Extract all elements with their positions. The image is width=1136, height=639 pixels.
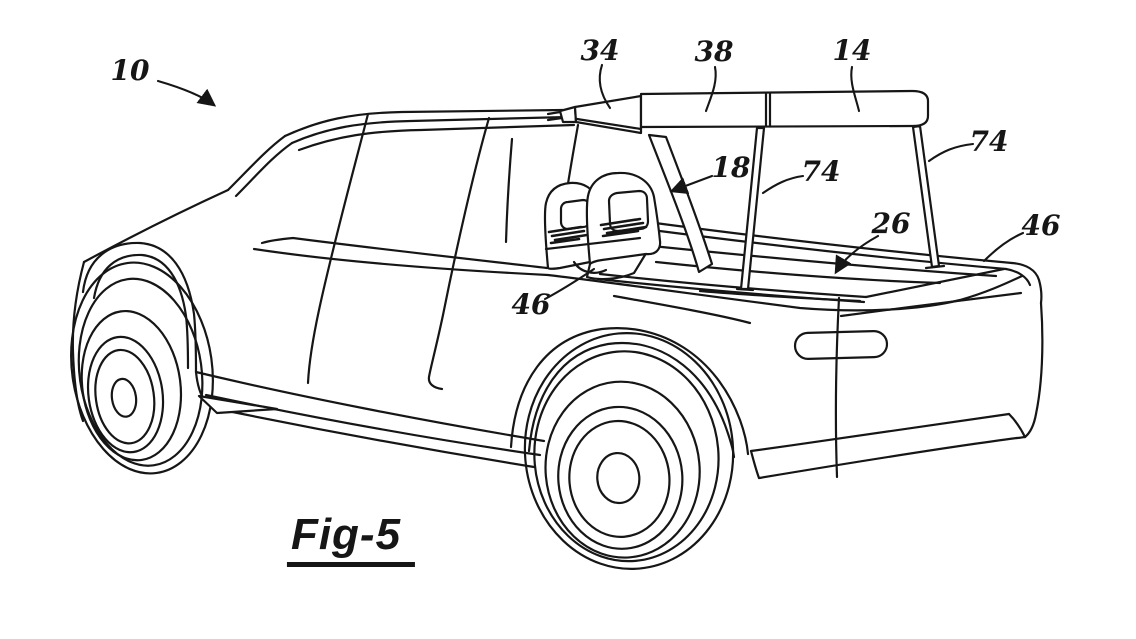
- leader-38: [704, 65, 717, 113]
- taillight: [793, 330, 889, 360]
- ref-label-26: 26: [871, 207, 911, 240]
- rear-wheel: [523, 332, 735, 570]
- panel-main-bar: [639, 89, 930, 129]
- ref-label-74-right: 74: [969, 125, 1009, 158]
- truck-body: [71, 108, 1024, 469]
- ref-label-34: 34: [580, 34, 620, 67]
- panel-segment-34: [573, 94, 643, 135]
- leader-46-left: [543, 267, 596, 301]
- leader-18: [669, 174, 714, 195]
- seatbelt-hatch: [547, 217, 648, 245]
- ref-label-18: 18: [711, 151, 751, 184]
- panel-mount: [558, 105, 578, 124]
- ref-label-46-right: 46: [1021, 209, 1061, 242]
- leader-34: [598, 63, 612, 110]
- front-wheel: [70, 261, 214, 475]
- leader-26: [834, 234, 880, 275]
- ref-label-46-left: 46: [511, 288, 551, 321]
- leader-14: [850, 65, 861, 113]
- leader-lines: [156, 63, 1025, 301]
- leader-74-right: [927, 142, 975, 163]
- cab-rear-pillar: [647, 133, 714, 274]
- figure-caption: Fig-5: [286, 513, 416, 567]
- ref-label-10: 10: [110, 54, 150, 87]
- ref-label-74-mid: 74: [801, 155, 841, 188]
- ref-label-38: 38: [694, 35, 734, 68]
- rear-seats: [543, 171, 662, 281]
- cargo-bed: [509, 219, 1044, 480]
- ref-label-14: 14: [832, 34, 872, 67]
- leader-10: [156, 79, 217, 107]
- panel-divider-38-14: [764, 92, 772, 128]
- leader-74-mid: [761, 174, 805, 195]
- support-struts: [735, 124, 946, 292]
- leader-46-right: [982, 231, 1025, 263]
